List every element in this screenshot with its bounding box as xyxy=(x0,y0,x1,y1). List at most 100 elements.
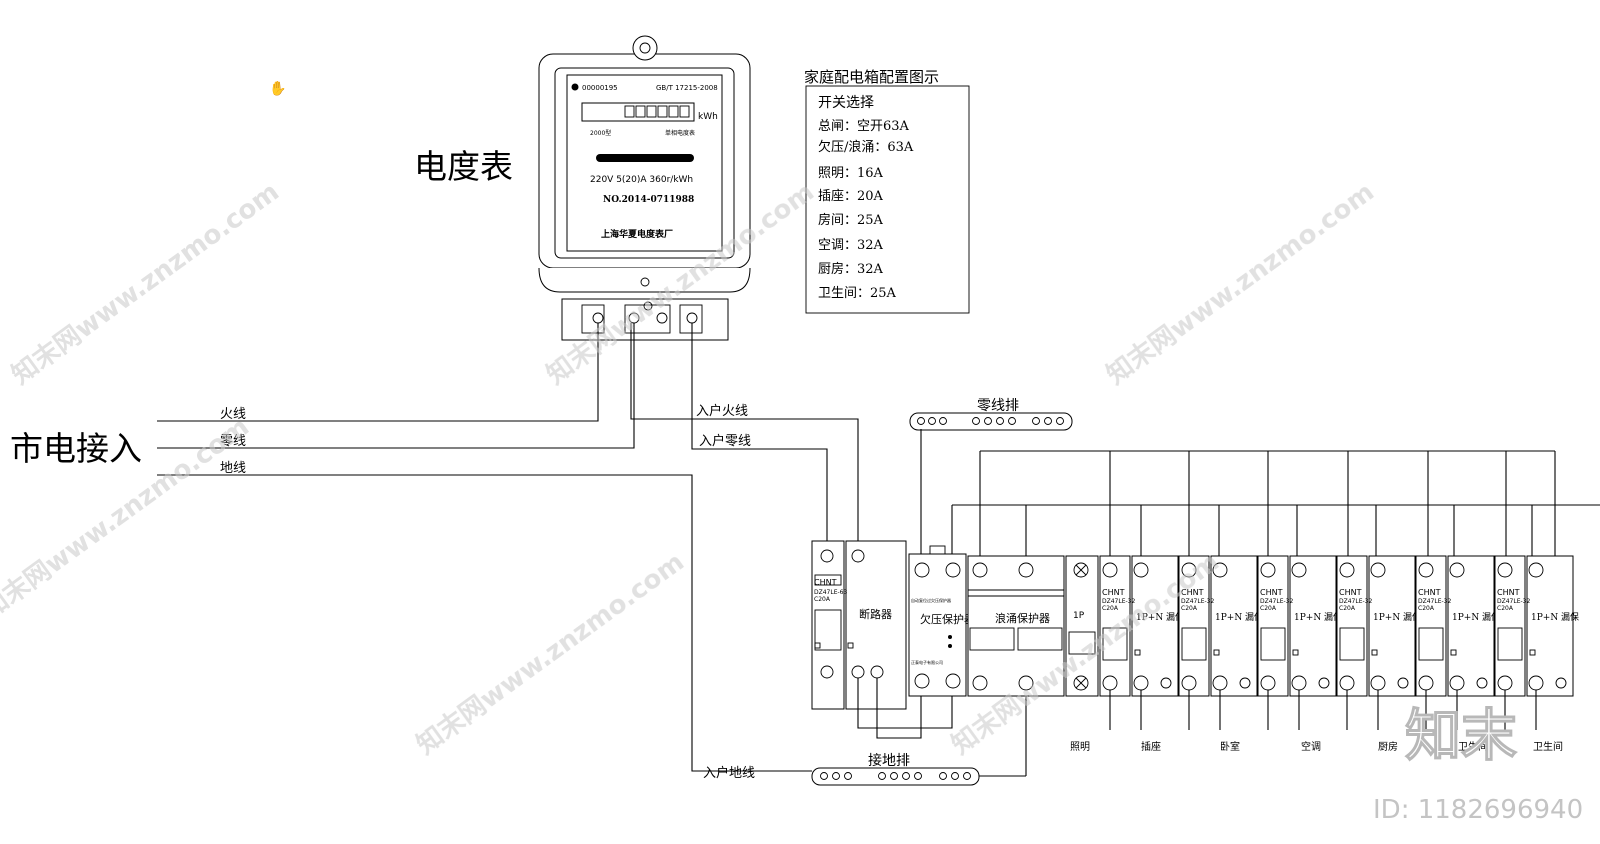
rcbo-terminal xyxy=(1160,677,1172,689)
mains-live-label: 火线 xyxy=(220,407,246,422)
rcbo-left-pole xyxy=(1415,555,1447,697)
surge-protector: 浪涌保护器 xyxy=(967,555,1065,697)
rcbo-terminal xyxy=(1239,677,1251,689)
rcbo-model: DZ47LE-32 xyxy=(1497,598,1530,605)
rcbo-terminal xyxy=(1370,562,1386,578)
rcbo-left-pole xyxy=(1099,555,1131,697)
rcbo-toggle xyxy=(1102,627,1128,661)
rcbo-terminal xyxy=(1476,677,1488,689)
mains-earth-label: 地线 xyxy=(220,461,246,476)
rcbo-terminal xyxy=(1291,562,1307,578)
rcbo-left-pole xyxy=(1257,555,1289,697)
rcbo-terminal xyxy=(1555,677,1567,689)
rcbo-brand: CHNT xyxy=(1339,588,1362,597)
hand-cursor-icon: ✋ xyxy=(269,80,286,97)
config-item: 欠压/浪涌：63A xyxy=(818,139,914,155)
meter-standard: GB/T 17215-2008 xyxy=(656,84,718,92)
rcbo-left-pole xyxy=(1336,555,1368,697)
electric-meter: 00000195 GB/T 17215-2008 kWh 2000型 单相电度表… xyxy=(538,35,751,341)
rcbo-terminal xyxy=(1260,562,1276,578)
rcbo-rating: C20A xyxy=(1102,605,1119,612)
rcbo-right-pole xyxy=(1131,555,1179,697)
rcbo-name: 1P+N 漏保 xyxy=(1373,611,1421,623)
circuit-label-aircon: 空调 xyxy=(1301,740,1321,753)
feed-neutral-label: 入户零线 xyxy=(699,433,751,449)
circuit-label-lighting: 照明 xyxy=(1070,741,1090,753)
rcbo-left-pole xyxy=(1494,555,1526,697)
rcbo-toggle xyxy=(1418,627,1444,661)
uv-name: 欠压保护器 xyxy=(920,612,975,626)
uv-maker: 正泰电子有限公司 xyxy=(911,659,943,665)
meter-rating: 220V 5(20)A 360r/kWh xyxy=(590,175,693,185)
meter-unit: kWh xyxy=(698,112,718,122)
watermark-logo: 知末 xyxy=(1405,704,1517,769)
rcbo-terminal xyxy=(1133,562,1149,578)
config-item: 空调：32A xyxy=(818,238,884,253)
rcbo-terminal xyxy=(1528,562,1544,578)
circuit-label-bathroom: 卫生间 xyxy=(1458,740,1488,753)
rcbo-toggle xyxy=(1339,627,1365,661)
rcbo-test-button xyxy=(1371,649,1378,656)
rcbo-right-pole xyxy=(1447,555,1495,697)
rcbo-brand: CHNT xyxy=(1181,588,1204,597)
rcbo-rating: C20A xyxy=(1339,605,1356,612)
mains-label: 市电接入 xyxy=(10,429,142,468)
neutral-bar: 零线排 xyxy=(909,398,1073,431)
rcbo-name: 1P+N 漏保 xyxy=(1136,611,1184,623)
main-rating: C20A xyxy=(814,596,831,603)
feed-earth-label: 入户地线 xyxy=(703,765,755,781)
neutral-distribution xyxy=(920,429,1600,777)
rcbo-brand: CHNT xyxy=(1497,588,1520,597)
config-box: 家庭配电箱配置图示 开关选择 总闸：空开63A 欠压/浪涌：63A 照明：16A… xyxy=(804,68,970,314)
config-item: 卫生间：25A xyxy=(818,286,897,301)
config-item: 插座：20A xyxy=(818,189,884,204)
main-brand: CHNT xyxy=(814,578,837,587)
rcbo-model: DZ47LE-32 xyxy=(1260,598,1293,605)
watermark-text: 知末网www.znzmo.com xyxy=(1101,177,1379,391)
config-item: 厨房：32A xyxy=(818,261,884,277)
meter-serial: NO.2014-0711988 xyxy=(603,195,694,205)
mains-wiring: 市电接入 火线 零线 地线 入户火线 入户零线 入户地线 xyxy=(10,323,859,781)
rcbo-terminal xyxy=(1102,562,1118,578)
rcbo-test-button xyxy=(1292,649,1299,656)
watermark-text: 知末网www.znzmo.com xyxy=(6,177,284,391)
meter-small-right: 单相电度表 xyxy=(665,129,695,137)
circuit-label-bedroom: 卧室 xyxy=(1220,740,1240,753)
one-pole-label: 1P xyxy=(1073,611,1085,621)
rcbo-left-pole xyxy=(1178,555,1210,697)
rcbo-brand: CHNT xyxy=(1102,588,1125,597)
rcbo-rating: C20A xyxy=(1181,605,1198,612)
rcbo-name: 1P+N 漏保 xyxy=(1531,611,1579,623)
config-item: 总闸：空开63A xyxy=(818,119,910,134)
rcbo-test-button xyxy=(1213,649,1220,656)
rcbo-model: DZ47LE-32 xyxy=(1418,598,1451,605)
rcbo-terminal xyxy=(1418,562,1434,578)
meter-maker: 上海华夏电度表厂 xyxy=(601,228,673,240)
config-title: 家庭配电箱配置图示 xyxy=(804,68,939,86)
config-item: 房间：25A xyxy=(818,212,884,228)
rcbo-test-button xyxy=(1450,649,1457,656)
meter-title: 电度表 xyxy=(414,147,513,186)
neutral-bar-label: 零线排 xyxy=(977,398,1019,414)
rcbo-terminal xyxy=(1449,562,1465,578)
main-model: DZ47LE-63 xyxy=(814,589,847,596)
rcbo-toggle xyxy=(1497,627,1523,661)
rcbo-right-pole xyxy=(1210,555,1258,697)
watermark-text: 知末网www.znzmo.com xyxy=(411,547,689,761)
rcbo-rating: C20A xyxy=(1418,605,1435,612)
rcbo-test-button xyxy=(1529,649,1536,656)
rcbo-brand: CHNT xyxy=(1418,588,1441,597)
rcbo-model: DZ47LE-32 xyxy=(1102,598,1135,605)
config-heading: 开关选择 xyxy=(818,95,874,111)
rcbo-rating: C20A xyxy=(1497,605,1514,612)
rcbo-name: 1P+N 漏保 xyxy=(1294,611,1342,623)
config-item: 照明：16A xyxy=(818,166,884,181)
mains-neutral-label: 零线 xyxy=(220,434,246,449)
earth-bar: 接地排 xyxy=(811,752,980,786)
rcbo-name: 1P+N 漏保 xyxy=(1452,611,1500,623)
watermark-id: ID: 1182696940 xyxy=(1373,795,1583,825)
meter-counter-digits xyxy=(624,105,690,118)
rcbo-model: DZ47LE-32 xyxy=(1181,598,1214,605)
circuit-label-bathroom-2: 卫生间 xyxy=(1533,740,1563,753)
